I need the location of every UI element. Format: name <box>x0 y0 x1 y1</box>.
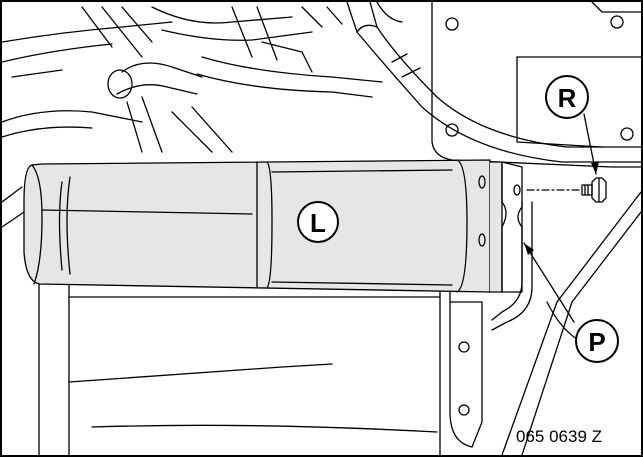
frame-structure <box>491 191 641 455</box>
bolt-R <box>526 177 607 203</box>
callout-L: L <box>297 201 339 243</box>
component-L <box>23 159 523 293</box>
arrowhead-R <box>591 162 599 174</box>
wiring-harness <box>2 6 383 228</box>
callout-R: R <box>545 75 589 119</box>
svg-text:R: R <box>558 83 577 113</box>
base-frame <box>38 281 483 455</box>
callout-P: P <box>575 319 619 363</box>
svg-text:P: P <box>588 327 605 357</box>
svg-text:L: L <box>310 208 326 238</box>
cable-hose <box>346 2 641 163</box>
leader-line-P <box>523 242 575 323</box>
reference-number: 065 0639 Z <box>516 427 602 446</box>
arrowhead-P <box>524 243 534 255</box>
